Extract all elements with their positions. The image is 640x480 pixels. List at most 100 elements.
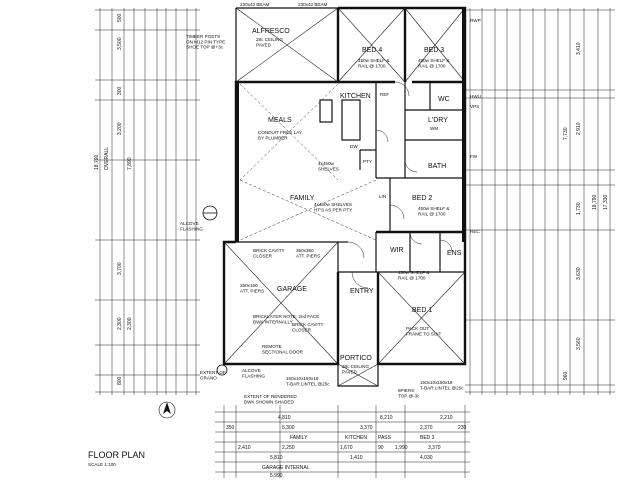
note-wm: WM	[430, 126, 438, 131]
bottom-dimension-chain	[215, 405, 470, 478]
right-dim-5: 3,630	[576, 267, 582, 280]
room-ens: ENS	[447, 250, 462, 257]
bottom-dim-2: 2,210	[440, 415, 453, 421]
note-bed3-shelf: 450w SHELF &RAIL @ 1700	[418, 58, 449, 68]
note-dw: DW	[350, 144, 358, 149]
room-alfresco: ALFRESCO	[252, 28, 290, 35]
right-inner-1: 960	[563, 371, 569, 380]
plan-scale: SCALE 1:100	[88, 462, 116, 467]
alcove-symbol	[202, 205, 228, 376]
door-swings	[347, 81, 453, 289]
garage-internal-caption: GARAGE INTERNAL	[262, 465, 310, 471]
overall-depth-label-right: 18,790	[592, 194, 598, 210]
room-portico: PORTICO	[340, 355, 372, 362]
left-inner-1: 2,300	[127, 317, 133, 330]
room-lin: LIN	[379, 194, 386, 199]
note-fw: FW	[470, 154, 478, 159]
right-inner-0: 7,730	[563, 127, 569, 140]
building-walls	[222, 6, 467, 387]
right-dim-0: 3,410	[576, 42, 582, 55]
plan-title: FLOOR PLAN	[88, 450, 145, 460]
room-wc: WC	[438, 96, 450, 103]
bottom-val-1: 2,250	[282, 445, 295, 451]
room-entry: ENTRY	[350, 288, 374, 295]
left-dimension-chain	[95, 8, 200, 395]
bottom-val-2: 1,670	[340, 445, 353, 451]
bottom-val-4: 1,990	[395, 445, 408, 451]
bottom-dim2-3: 2,370	[420, 425, 433, 431]
garage-int-value: 5,810	[270, 455, 283, 461]
bottom-label-family: FAMILY	[290, 435, 308, 441]
room-bed4: BED 4	[362, 47, 382, 54]
note-hwu: HWU	[470, 94, 481, 99]
garage-internal-value: 5,990	[270, 473, 283, 479]
room-ldry: L'DRY	[428, 117, 448, 124]
left-dim-0: 500	[117, 13, 123, 22]
room-bed1: BED 1	[412, 307, 432, 314]
right-dim-2: 2,910	[576, 122, 582, 135]
note-ref: REF	[380, 92, 389, 97]
overall-depth-right-label: 17,330	[603, 194, 609, 210]
overall-depth-caption: OVERALL	[104, 147, 110, 170]
note-vps: VPS	[470, 104, 479, 109]
note-beam-mid: 230x42 BEAM	[298, 2, 328, 7]
note-beam-left: 230x42 BEAM	[240, 2, 270, 7]
note-bed2-shelf: 450w SHELF &RAIL @ 1700	[418, 206, 449, 216]
note-bed4-shelf: 450w SHELF &RAIL @ 1700	[358, 58, 389, 68]
bottom-label-bed3: BED 3	[420, 435, 435, 441]
left-dim-1: 3,500	[117, 37, 123, 50]
room-pty: PTY	[363, 159, 372, 164]
left-dim-3: 3,200	[117, 122, 123, 135]
room-bath: BATH	[428, 163, 446, 170]
note-wir-shelf: 450w SHELF &RAIL @ 1700	[398, 270, 429, 280]
note-rec: REC	[470, 229, 480, 234]
room-meals: MEALS	[268, 117, 292, 124]
ceiling-lines	[239, 83, 377, 241]
left-inner-0: 7,890	[127, 157, 133, 170]
bottom-label-pass: PASS	[378, 435, 392, 441]
bottom-val-5: 3,370	[428, 445, 441, 451]
left-dim-6: 800	[117, 376, 123, 385]
room-family: FAMILY	[290, 195, 315, 202]
room-wir: WIR	[390, 247, 404, 254]
bottom-dim2-1: 5,300	[282, 425, 295, 431]
right-dim-4: 1,730	[576, 202, 582, 215]
room-bed2: BED 2	[412, 195, 432, 202]
bottom-val-3: 90	[378, 445, 384, 451]
bottom-val-0: 2,410	[238, 445, 251, 451]
entry-width-value: 1,410	[350, 455, 363, 461]
left-dim-4: 3,700	[117, 262, 123, 275]
bottom-dim2-2: 3,370	[360, 425, 373, 431]
left-dim-2: 300	[117, 86, 123, 95]
left-dim-5: 2,300	[117, 317, 123, 330]
bottom-dim2-0: 350	[226, 425, 235, 431]
overall-depth-label: 18,790	[94, 154, 100, 170]
bottom-dim-1: 8,210	[380, 415, 393, 421]
right-dim-6: 3,560	[576, 337, 582, 350]
note-rwp: RWP	[470, 18, 481, 23]
bottom-dim-0: 4,810	[278, 415, 291, 421]
bottom-label-kitchen: KITCHEN	[345, 435, 367, 441]
north-arrow	[158, 401, 176, 419]
right-dimension-chain	[465, 8, 615, 395]
